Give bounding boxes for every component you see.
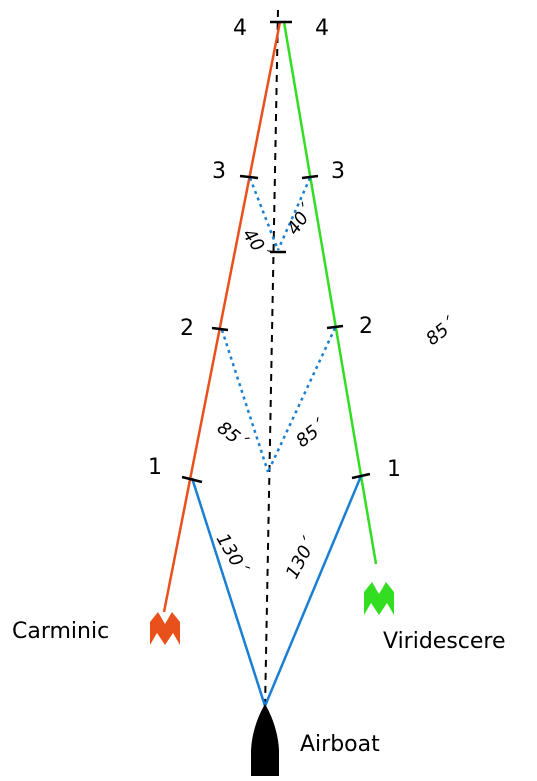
viridescere-course-line (282, 21, 378, 565)
airboat-path-right (263, 475, 363, 707)
dotted-40-right (276, 177, 312, 251)
marker-4-left: 4 (233, 16, 247, 41)
viridescere-crown-icon (364, 582, 394, 615)
marker-1-right: 1 (387, 457, 401, 482)
carminic-crown-icon (150, 612, 180, 645)
marker-1-left: 1 (148, 455, 162, 480)
viridescere-label: Viridescere (383, 629, 506, 654)
airboat-boat-icon (251, 704, 279, 776)
dotted-40-left (248, 177, 280, 251)
distance-85-right: 85´ (292, 415, 331, 452)
carminic-label: Carminic (12, 619, 109, 644)
distance-40-right: 40´ (283, 200, 319, 239)
airboat-path-left (190, 477, 267, 707)
centerline (264, 9, 279, 711)
carminic-course-line (162, 21, 282, 613)
tick-marks (181, 20, 371, 484)
dotted-85-left (220, 329, 270, 473)
distance-85-left: 85´ (213, 417, 252, 454)
distance-130-right: 130´ (282, 533, 321, 582)
distance-85-outside: 85´ (422, 313, 461, 350)
airboat-label: Airboat (300, 732, 380, 757)
dotted-85-right (266, 327, 337, 473)
marker-2-left: 2 (180, 316, 194, 341)
marker-3-right: 3 (331, 159, 345, 184)
marker-3-left: 3 (212, 159, 226, 184)
marker-2-right: 2 (359, 314, 373, 339)
marker-4-right: 4 (315, 16, 329, 41)
distance-40-left: 40´ (238, 225, 274, 264)
